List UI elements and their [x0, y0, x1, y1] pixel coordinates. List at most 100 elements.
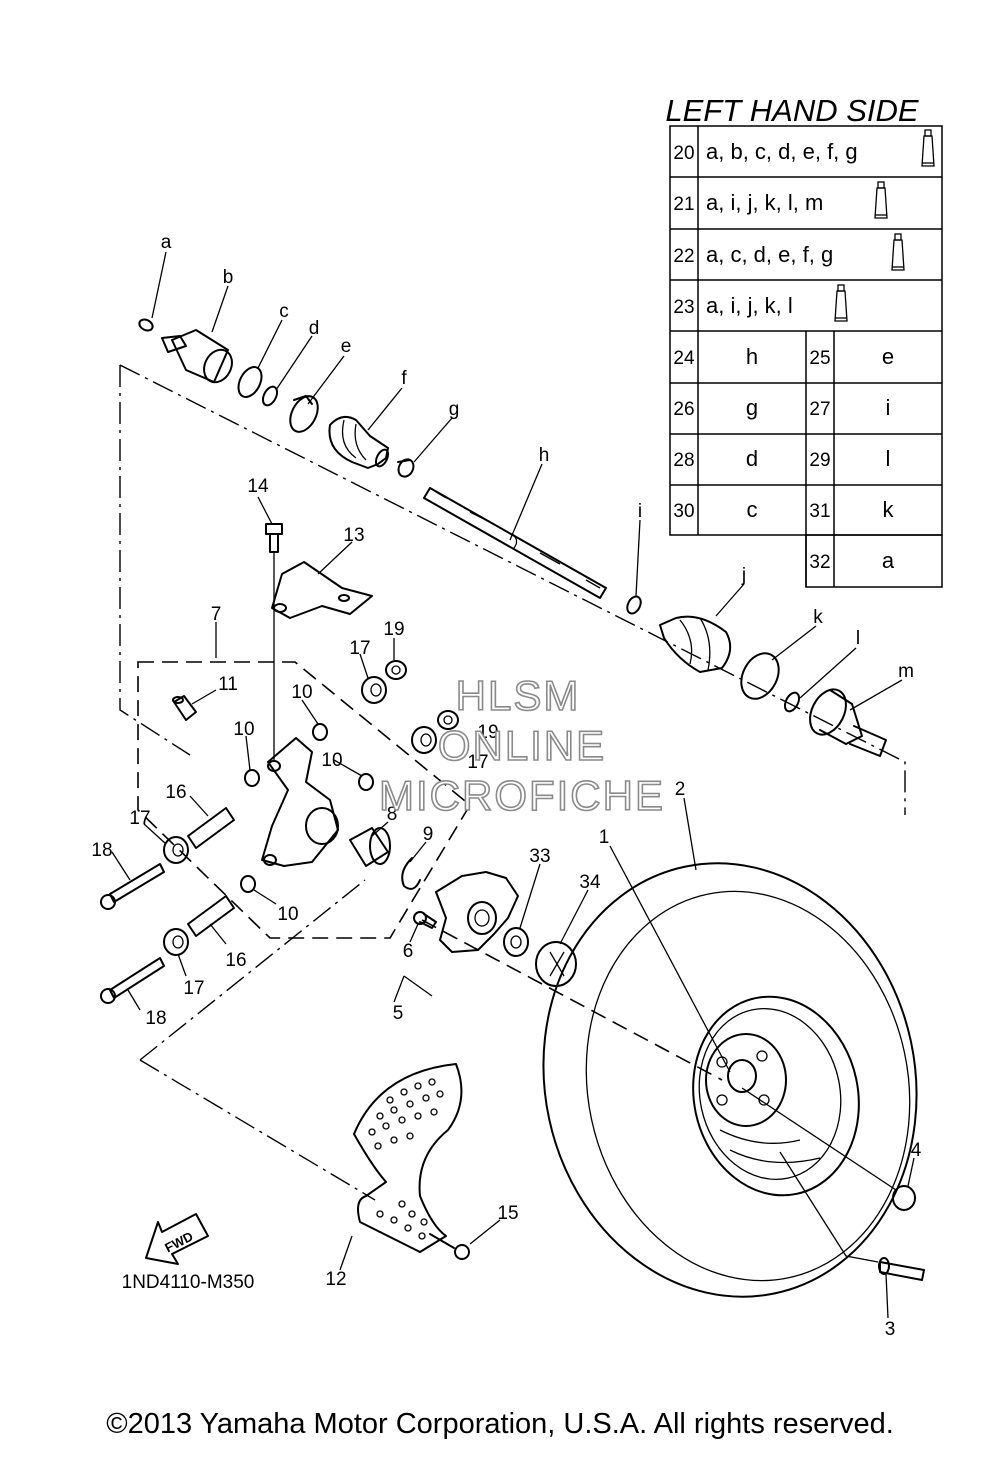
callout-16: 16: [225, 950, 246, 971]
callout-12: 12: [325, 1269, 346, 1290]
cv-joint-b: [161, 329, 233, 384]
bushing-17d: [163, 928, 189, 956]
callout-10: 10: [277, 904, 298, 925]
callout-j: j: [741, 565, 746, 586]
nut-19a: [385, 660, 407, 680]
svg-text:h: h: [746, 344, 758, 369]
svg-text:22: 22: [673, 246, 694, 267]
table-row: 24 h 25 e: [673, 344, 894, 369]
svg-text:29: 29: [809, 450, 830, 471]
circlip-a: [138, 318, 154, 332]
svg-text:a, b, c, d, e, f, g: a, b, c, d, e, f, g: [706, 139, 858, 164]
svg-text:25: 25: [809, 348, 830, 369]
callout-a: a: [161, 232, 172, 253]
svg-text:l: l: [886, 446, 891, 471]
table-title: LEFT HAND SIDE: [665, 93, 919, 128]
callout-10: 10: [291, 682, 312, 703]
left-hand-side-table: LEFT HAND SIDE 20 a, b, c, d, e, f, g 21…: [665, 93, 943, 588]
svg-text:30: 30: [673, 501, 694, 522]
svg-text:g: g: [746, 395, 758, 420]
callout-18: 18: [145, 1008, 166, 1029]
circlip-d: [261, 385, 279, 407]
callout-11: 11: [218, 674, 238, 695]
callout-4: 4: [911, 1140, 922, 1161]
callout-17: 17: [349, 638, 370, 659]
boot-band-e: [289, 395, 319, 433]
drive-shaft-h: [423, 487, 607, 599]
boot-band-g: [397, 458, 415, 478]
svg-text:k: k: [883, 497, 895, 522]
svg-text:23: 23: [673, 297, 694, 318]
table-row: 23 a, i, j, k, l: [673, 293, 792, 318]
callout-2: 2: [675, 779, 686, 800]
bushing-17c: [163, 836, 189, 864]
bolt-18b: [100, 957, 165, 1004]
callout-5: 5: [393, 1003, 404, 1024]
o-ring-c: [237, 366, 263, 398]
driveshaft-assembly-frame: [119, 364, 906, 815]
callout-33: 33: [529, 846, 550, 867]
boot-band-i: [626, 595, 642, 615]
callout-b: b: [223, 267, 234, 288]
callout-g: g: [449, 399, 460, 420]
leader-lines: [111, 251, 915, 1319]
driveshaft-parts: [138, 318, 887, 757]
callout-f: f: [401, 368, 407, 389]
bolt-6: [413, 911, 437, 929]
svg-text:31: 31: [809, 501, 830, 522]
nut-19b: [437, 710, 459, 730]
bushing-17a: [361, 676, 387, 704]
svg-text:i: i: [886, 395, 891, 420]
table-row: 21 a, i, j, k, l, m: [673, 190, 823, 215]
callout-34: 34: [579, 872, 601, 893]
boot-band-k: [740, 652, 780, 700]
wheel-tire: [542, 862, 925, 1298]
bearing-8: [349, 827, 391, 867]
callout-3: 3: [885, 1319, 896, 1340]
grease-tube-icon: [921, 129, 935, 167]
callout-1: 1: [599, 827, 610, 848]
callout-h: h: [539, 445, 550, 466]
svg-text:32: 32: [809, 552, 830, 573]
callout-7: 7: [211, 604, 222, 625]
valve-3: [878, 1257, 925, 1281]
table-row: 20 a, b, c, d, e, f, g: [673, 139, 857, 164]
svg-text:27: 27: [809, 399, 830, 420]
table-row: 26 g 27 i: [673, 395, 890, 420]
callout-13: 13: [343, 525, 364, 546]
callout-17: 17: [183, 978, 204, 999]
callout-9: 9: [423, 824, 434, 845]
grease-tube-icon: [891, 233, 905, 271]
bolt-14: [265, 523, 283, 760]
callout-16: 16: [165, 782, 186, 803]
svg-text:MICROFICHE: MICROFICHE: [379, 772, 665, 819]
wheel-hub-5: [435, 871, 519, 953]
knuckle: [261, 737, 339, 867]
callout-i: i: [638, 501, 642, 522]
svg-text:d: d: [746, 446, 758, 471]
svg-text:e: e: [882, 344, 894, 369]
svg-text:a, c, d, e, f, g: a, c, d, e, f, g: [706, 242, 833, 267]
diagram-code: 1ND4110-M350: [122, 1272, 255, 1293]
svg-text:a: a: [882, 548, 895, 573]
svg-text:26: 26: [673, 399, 694, 420]
table-row: 22 a, c, d, e, f, g: [673, 242, 833, 267]
hub-cap-34: [535, 941, 577, 987]
axis-lines: [421, 919, 897, 1263]
circlip-9: [401, 857, 421, 890]
boot-j: [659, 615, 732, 673]
callout-14: 14: [247, 476, 269, 497]
callout-6: 6: [403, 941, 414, 962]
callout-m: m: [898, 661, 914, 682]
callout-labels: a b c d e f g h i j k l m 1 2 3 4 5 6 7 …: [91, 232, 921, 1340]
table-row: 32 a: [809, 548, 894, 573]
table-row: 28 d 29 l: [673, 446, 890, 471]
brake-disc-12: [353, 1063, 463, 1253]
knuckle-parts: [100, 523, 459, 1004]
guard-13: [271, 561, 373, 619]
svg-text:ONLINE: ONLINE: [438, 722, 606, 769]
callout-l: l: [856, 628, 860, 649]
knuckle-assembly-frame: [137, 661, 472, 1201]
spacer-33: [503, 927, 529, 957]
